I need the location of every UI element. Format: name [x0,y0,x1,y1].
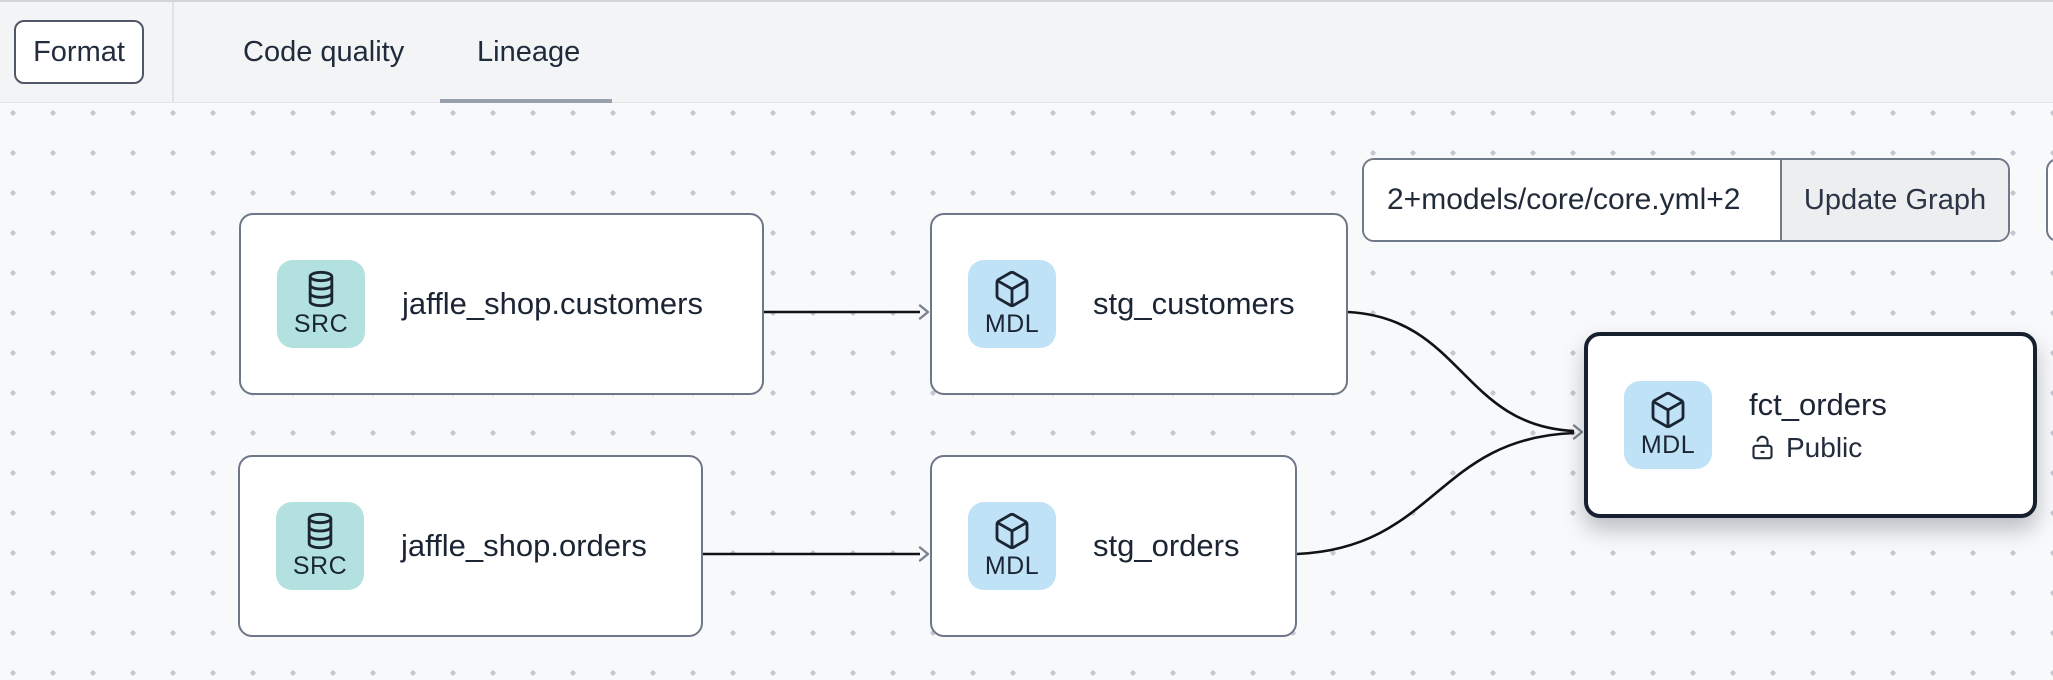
node-jaffle-shop-orders[interactable]: SRC jaffle_shop.orders [238,455,703,637]
access-label: Public [1786,431,1863,463]
source-badge: SRC [277,260,365,348]
active-tab-indicator [440,99,612,105]
node-label: stg_orders [1093,528,1240,563]
badge-label: SRC [292,552,348,580]
node-label: jaffle_shop.customers [402,286,703,321]
header: Format Code quality Lineage [0,0,2053,105]
node-label: stg_customers [1093,286,1295,321]
node-label: jaffle_shop.orders [401,528,647,563]
selector-input[interactable] [1364,160,1780,240]
cube-icon [995,270,1029,308]
badge-label: MDL [984,552,1040,580]
unlock-icon [1752,435,1773,460]
cube-icon [995,512,1029,550]
tab-lineage[interactable]: Lineage [477,35,581,68]
graph-selector-group: Update Graph [1362,158,2010,242]
model-badge: MDL [968,260,1056,348]
source-badge: SRC [276,502,364,590]
partial-toolbar-button[interactable] [2046,158,2053,242]
node-jaffle-shop-customers[interactable]: SRC jaffle_shop.customers [239,213,764,395]
node-stg-customers[interactable]: MDL stg_customers [930,213,1348,395]
header-divider [172,2,174,102]
model-badge: MDL [968,502,1056,590]
node-label: fct_orders [1749,386,1887,422]
model-badge: MDL [1624,381,1712,469]
access-row: Public [1749,432,1887,464]
node-fct-orders[interactable]: MDL fct_orders Public [1584,332,2037,518]
tab-code-quality[interactable]: Code quality [243,35,405,68]
database-icon [307,512,333,550]
badge-label: MDL [1640,431,1696,459]
database-icon [308,270,334,308]
node-stg-orders[interactable]: MDL stg_orders [930,455,1297,637]
cube-icon [1651,391,1685,429]
format-button[interactable]: Format [14,20,144,84]
badge-label: MDL [984,310,1040,338]
update-graph-button[interactable]: Update Graph [1780,160,2008,240]
badge-label: SRC [293,310,349,338]
